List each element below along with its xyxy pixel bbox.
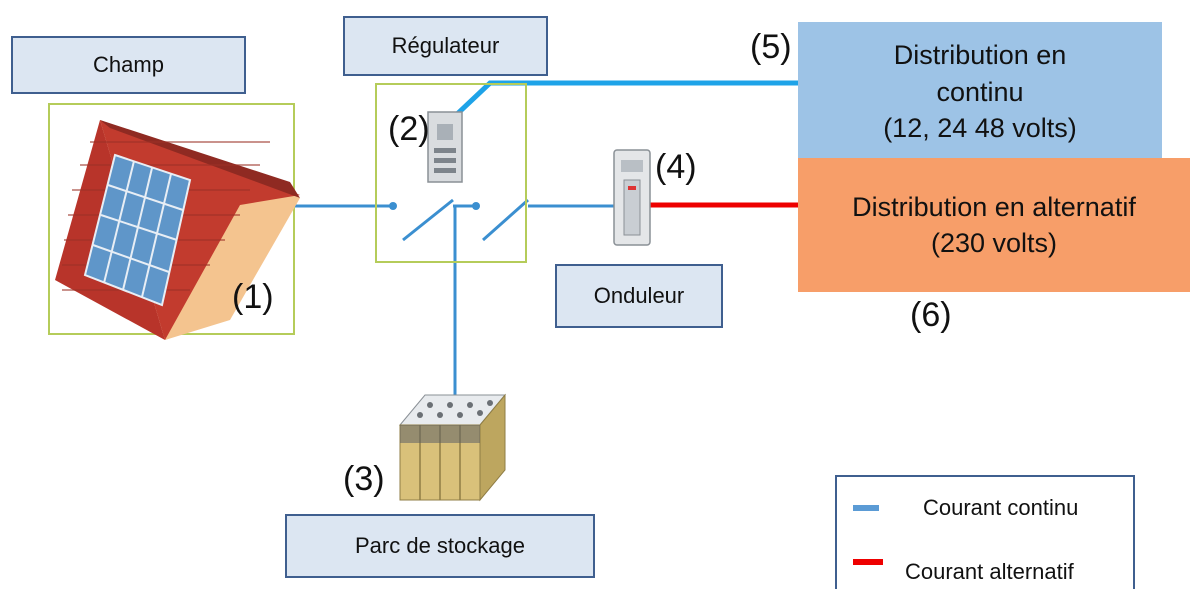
regulator-frame bbox=[375, 83, 527, 263]
switch-icon bbox=[389, 198, 529, 242]
distribution-continu-box: Distribution en continu (12, 24 48 volts… bbox=[798, 22, 1162, 162]
label-onduleur: Onduleur bbox=[555, 264, 723, 328]
label-regulateur: Régulateur bbox=[343, 16, 548, 76]
distribution-alternatif-box: Distribution en alternatif (230 volts) bbox=[798, 158, 1190, 292]
distribution-continu-line2: continu bbox=[936, 76, 1024, 107]
marker-2: (2) bbox=[388, 110, 430, 148]
inverter-cabinet-icon bbox=[613, 149, 651, 246]
legend: Courant continu Courant alternatif bbox=[835, 475, 1135, 589]
distribution-continu-line1: Distribution en bbox=[893, 40, 1067, 71]
distribution-alternatif-line2: (230 volts) bbox=[930, 228, 1058, 258]
battery-bank-icon bbox=[398, 393, 507, 502]
legend-label-dc: Courant continu bbox=[923, 495, 1079, 520]
regulator-cabinet-icon bbox=[427, 111, 463, 183]
marker-4: (4) bbox=[655, 148, 697, 186]
legend-item-dc: Courant continu bbox=[853, 495, 1078, 521]
marker-6: (6) bbox=[910, 296, 952, 334]
label-parc-de-stockage: Parc de stockage bbox=[285, 514, 595, 578]
dc-wire-distribution bbox=[435, 80, 800, 135]
marker-3: (3) bbox=[343, 460, 385, 498]
solar-roof-icon bbox=[55, 120, 300, 340]
marker-5: (5) bbox=[750, 28, 792, 66]
legend-swatch-ac bbox=[853, 559, 883, 565]
legend-item-ac: Courant alternatif bbox=[853, 559, 1074, 585]
label-champ: Champ bbox=[11, 36, 246, 94]
distribution-alternatif-line1: Distribution en alternatif bbox=[852, 191, 1136, 222]
legend-label-ac: Courant alternatif bbox=[905, 559, 1074, 584]
marker-1: (1) bbox=[232, 278, 274, 316]
legend-swatch-dc bbox=[853, 505, 879, 511]
distribution-continu-line3: (12, 24 48 volts) bbox=[883, 113, 1077, 144]
